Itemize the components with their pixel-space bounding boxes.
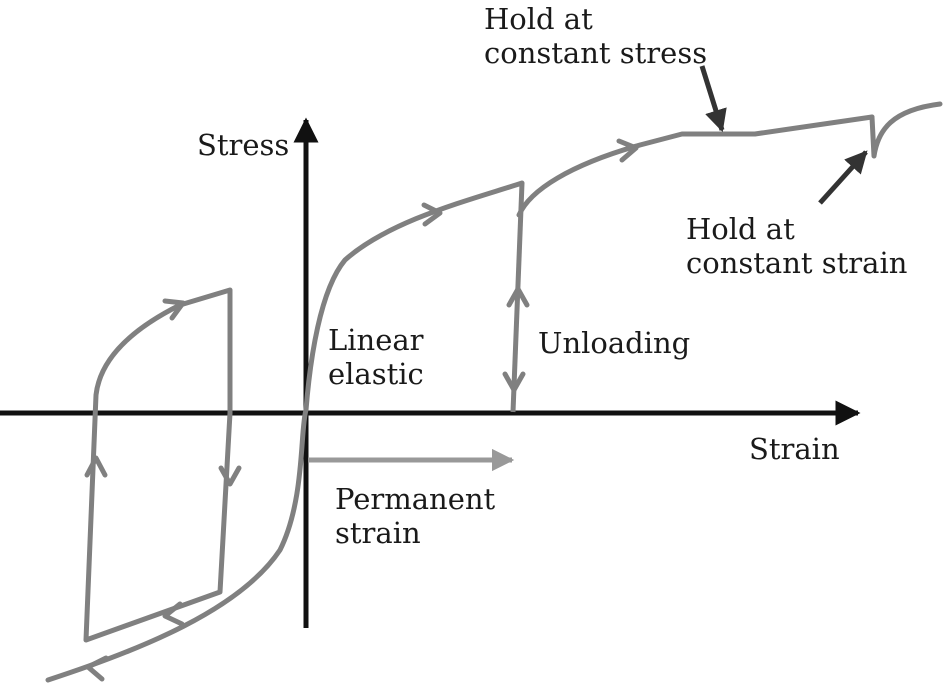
reloading-curve: [516, 114, 875, 218]
hold-constant-strain-label: Hold at constant strain: [686, 212, 908, 280]
loading-curve: [45, 180, 525, 683]
direction-arrow-reloading: [616, 138, 639, 163]
hold-stress-pointer: [699, 65, 727, 133]
hysteresis-loop: [83, 287, 233, 643]
unloading-label: Unloading: [538, 326, 691, 360]
direction-arrow-loop-down: [218, 465, 242, 487]
direction-arrow-loop-top: [162, 298, 186, 321]
direction-arrow-loop-up: [84, 455, 108, 478]
direction-arrow-unload-down: [502, 371, 526, 393]
permanent-strain-label: Permanent strain: [335, 482, 496, 550]
linear-elastic-label: Linear elastic: [328, 323, 424, 391]
unloading-line: [510, 182, 525, 413]
strain-axis-label: Strain: [749, 432, 840, 466]
direction-arrow-loading: [421, 202, 443, 227]
hold-constant-stress-label: Hold at constant stress: [484, 2, 708, 70]
stress-axis-label: Stress: [197, 128, 290, 162]
direction-arrow-loop-bottom: [162, 601, 185, 627]
direction-arrow-tail: [85, 655, 109, 682]
direction-arrow-reload-up: [506, 286, 530, 308]
hold-strain-pointer: [818, 150, 868, 205]
hold-constant-strain-segment: [869, 101, 943, 159]
